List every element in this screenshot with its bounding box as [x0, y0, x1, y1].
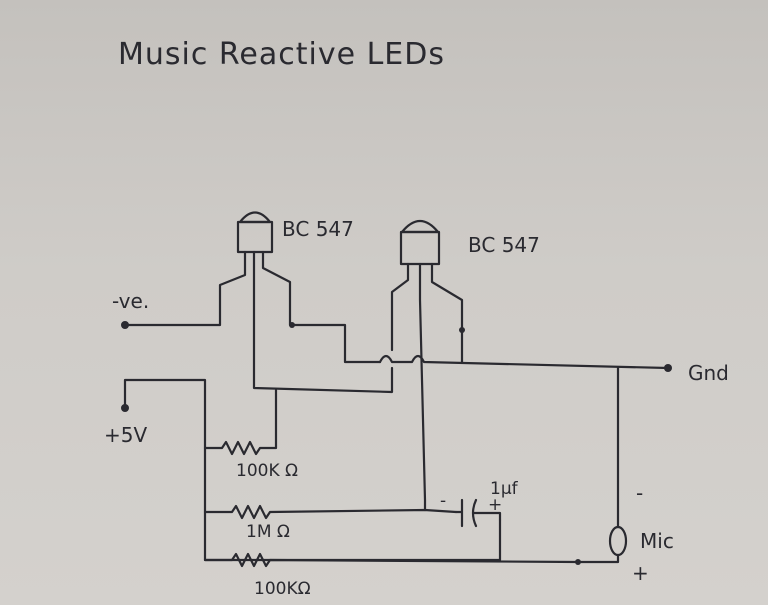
capacitor-1uf: [454, 498, 502, 528]
mic-junction-dot: [575, 559, 581, 565]
resistor-100k-base: [203, 388, 278, 456]
transistor-2: [390, 219, 464, 512]
ground-terminal-dot: [664, 364, 672, 372]
transistor-2-dome: [400, 219, 440, 234]
positive-terminal-dot: [121, 404, 129, 412]
transistor-2-collector-lead: [430, 262, 464, 364]
resistor-1m: [203, 504, 458, 520]
negative-terminal-dot: [121, 321, 129, 329]
negative-label: -ve.: [112, 289, 149, 313]
transistor-1-dome: [238, 211, 272, 224]
positive-rail: [123, 378, 502, 562]
microphone-symbol: [608, 525, 628, 557]
capacitor-plus-label: +: [488, 495, 502, 515]
ground-rail: [378, 354, 670, 370]
resistor-100k-base-label: 100K Ω: [236, 461, 298, 481]
mic-label: Mic: [640, 529, 674, 553]
capacitor-label: 1μf: [490, 479, 519, 499]
resistor-1m-label: 1M Ω: [246, 522, 290, 542]
transistor-2-emitter-lead: [390, 262, 410, 352]
mic-minus-label: -: [636, 481, 643, 505]
transistor-2-base-lead: [418, 262, 427, 512]
transistor-1-base-lead: [252, 250, 394, 394]
collector-junction-dot: [289, 322, 295, 328]
capacitor-minus-label: -: [440, 491, 446, 511]
mic-plus-label: +: [632, 561, 649, 585]
transistor-1-emitter-lead: [123, 250, 247, 327]
transistor-1-body: [236, 220, 274, 254]
resistor-100k-mic-label: 100KΩ: [254, 579, 311, 599]
resistor-100k-mic: [203, 552, 620, 568]
transistor-1-collector-lead: [261, 250, 382, 364]
transistor-1-label: BC 547: [282, 217, 354, 241]
ground-label: Gnd: [688, 361, 729, 385]
positive-label: +5V: [104, 423, 147, 447]
collector-2-junction-dot: [459, 327, 465, 333]
transistor-2-label: BC 547: [468, 233, 540, 257]
diagram-title: Music Reactive LEDs: [118, 37, 445, 72]
transistor-2-body: [399, 230, 441, 266]
